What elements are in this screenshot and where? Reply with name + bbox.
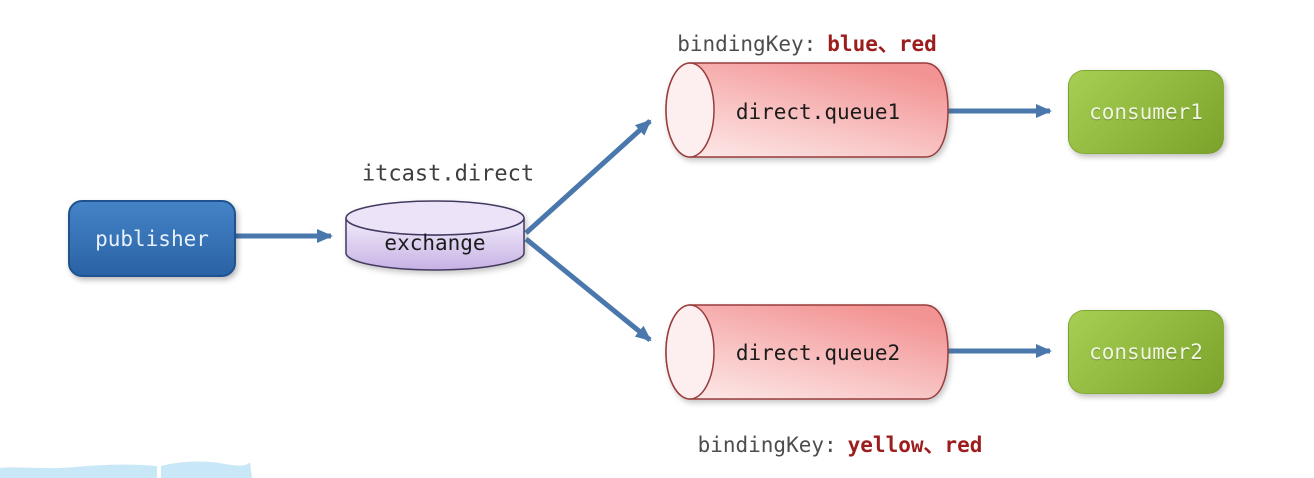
queue1-binding-annotation: bindingKey: blue、red <box>677 28 937 58</box>
queue2-binding-value: yellow、red <box>847 433 983 457</box>
queue1-binding-value: blue、red <box>827 32 937 56</box>
arrows-group <box>233 104 1052 358</box>
arrow-exchange-to-queue1 <box>524 119 652 235</box>
consumer2-node: consumer2 <box>1068 310 1224 394</box>
queue1-cylinder <box>665 62 949 158</box>
consumer1-node: consumer1 <box>1068 70 1224 154</box>
consumer2-label: consumer2 <box>1089 340 1203 364</box>
queue2-label: direct.queue2 <box>735 341 901 365</box>
exchange-cylinder <box>345 200 525 271</box>
publisher-node: publisher <box>68 200 236 277</box>
queue2-cylinder <box>665 304 949 400</box>
consumer1-label: consumer1 <box>1089 100 1203 124</box>
arrow-exchange-to-queue2 <box>524 237 652 342</box>
queue1-label: direct.queue1 <box>735 100 901 124</box>
queue2-binding-annotation: bindingKey: yellow、red <box>698 429 983 459</box>
wave-decoration <box>0 461 252 478</box>
exchange-label: exchange <box>384 231 486 255</box>
queue1-binding-prefix: bindingKey: <box>677 32 817 56</box>
exchange-title: itcast.direct <box>361 161 535 187</box>
queue2-binding-prefix: bindingKey: <box>697 433 837 457</box>
publisher-label: publisher <box>95 226 209 251</box>
